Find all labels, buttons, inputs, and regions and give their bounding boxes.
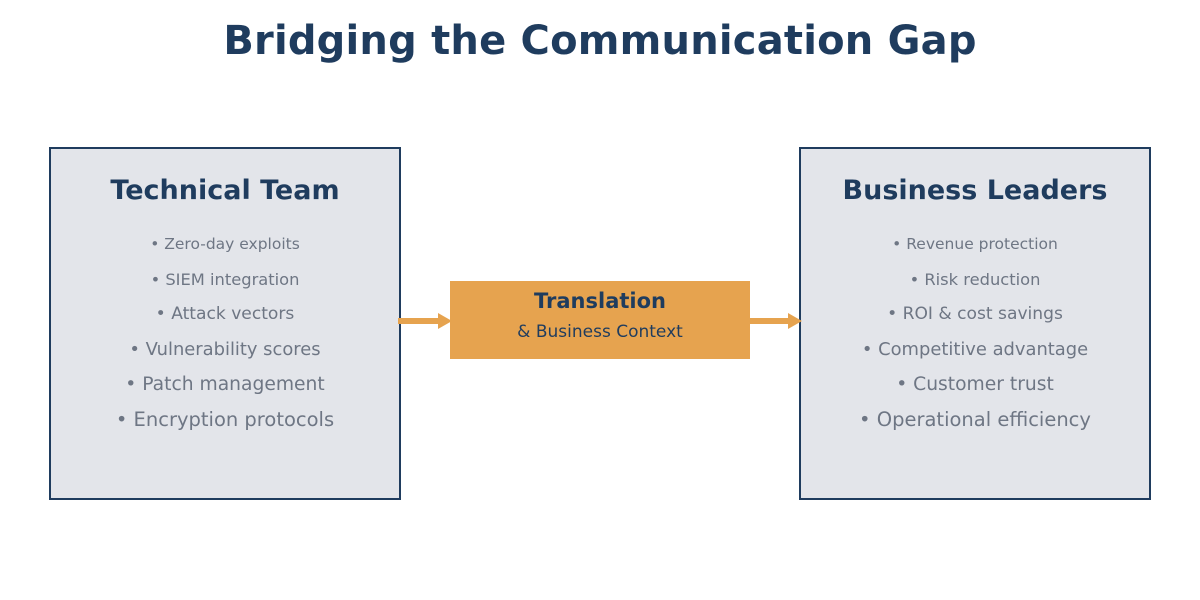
- list-item: • Patch management: [125, 374, 325, 395]
- list-item: • Vulnerability scores: [129, 339, 321, 360]
- list-item: • ROI & cost savings: [887, 304, 1063, 324]
- business-leaders-panel: Business Leaders • Revenue protection • …: [799, 147, 1151, 500]
- list-item: • Zero-day exploits: [150, 235, 300, 253]
- list-item: • Attack vectors: [155, 304, 295, 324]
- list-item: • Risk reduction: [909, 270, 1041, 289]
- technical-team-list: • Zero-day exploits • SIEM integration •…: [51, 227, 399, 437]
- business-leaders-list: • Revenue protection • Risk reduction • …: [801, 227, 1149, 437]
- translation-subtitle: & Business Context: [517, 322, 683, 342]
- business-leaders-heading: Business Leaders: [842, 175, 1108, 206]
- technical-team-heading: Technical Team: [110, 175, 340, 206]
- translation-box: Translation & Business Context: [450, 281, 750, 359]
- arrow-right-icon: [748, 305, 802, 337]
- technical-team-panel: Technical Team • Zero-day exploits • SIE…: [49, 147, 401, 500]
- list-item: • Encryption protocols: [115, 408, 335, 431]
- list-item: • SIEM integration: [150, 270, 300, 289]
- list-item: • Competitive advantage: [861, 339, 1089, 360]
- page-title: Bridging the Communication Gap: [223, 18, 977, 64]
- list-item: • Revenue protection: [892, 235, 1058, 253]
- arrow-right-icon: [398, 305, 452, 337]
- list-item: • Operational efficiency: [859, 408, 1091, 431]
- list-item: • Customer trust: [896, 374, 1054, 395]
- translation-title: Translation: [534, 289, 666, 313]
